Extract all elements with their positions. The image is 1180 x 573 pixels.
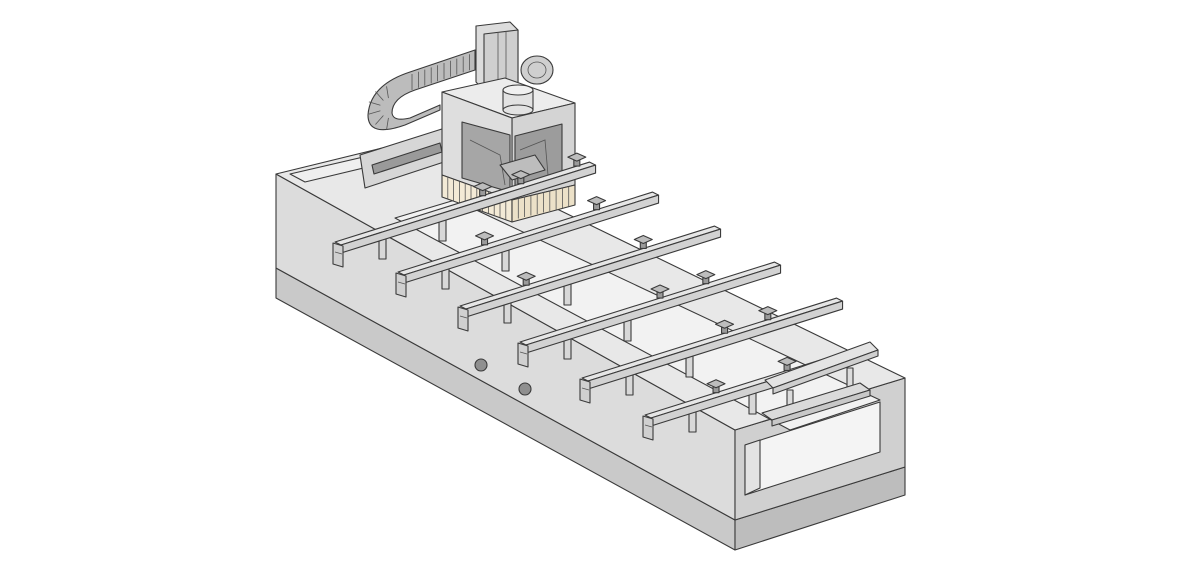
suction-cup xyxy=(758,306,778,321)
chain-link xyxy=(375,115,384,125)
chain-link xyxy=(368,110,381,115)
chain-link xyxy=(386,117,389,130)
consoles xyxy=(332,152,855,441)
console-end-line xyxy=(334,251,343,255)
suction-cup xyxy=(696,270,716,285)
suction-cup-pad xyxy=(650,284,670,294)
console-end-cap xyxy=(457,306,469,332)
suction-cup xyxy=(715,319,735,334)
pulley xyxy=(520,55,554,85)
suction-cup xyxy=(516,271,536,286)
suction-cup-pad xyxy=(473,182,493,192)
suction-cup-pad xyxy=(587,196,607,206)
suction-cup-pad xyxy=(706,379,726,389)
chain-link xyxy=(375,91,384,101)
suction-cup-pad xyxy=(715,319,735,329)
suction-cup xyxy=(475,231,495,246)
suction-cup xyxy=(587,196,607,211)
suction-cup xyxy=(650,284,670,299)
gantry-rail xyxy=(359,21,554,189)
console xyxy=(579,297,844,404)
suction-cup xyxy=(473,182,493,197)
console-end-line xyxy=(459,315,468,319)
bed-hole xyxy=(474,358,488,372)
end-clamp xyxy=(761,341,879,427)
suction-cup-pad xyxy=(511,170,531,180)
chain-link xyxy=(386,86,389,99)
console xyxy=(332,152,597,268)
suction-cup xyxy=(777,356,797,371)
suction-cup-pad xyxy=(516,271,536,281)
suction-cup-pad xyxy=(758,306,778,316)
cable-chain-body xyxy=(367,49,476,131)
console-end-cap xyxy=(642,415,654,441)
suction-cup-pad xyxy=(475,231,495,241)
suction-cup-pad xyxy=(567,152,587,162)
cable-chain xyxy=(367,49,476,131)
suction-cup-pad xyxy=(777,356,797,366)
suction-cup xyxy=(511,170,531,185)
suction-cup-pad xyxy=(633,234,653,245)
console xyxy=(517,261,782,368)
console xyxy=(457,225,722,332)
console xyxy=(395,191,660,298)
console-end-cap xyxy=(517,342,529,368)
suction-cup xyxy=(567,152,587,167)
console-end-line xyxy=(581,387,590,391)
suction-cup xyxy=(633,234,653,250)
chain-link xyxy=(368,101,381,106)
suction-cup xyxy=(706,379,726,394)
suction-cup-pad xyxy=(696,270,716,280)
bed-hole xyxy=(518,382,532,396)
end-cutout-shade xyxy=(744,439,761,496)
console-end-cap xyxy=(332,242,344,268)
console-end-cap xyxy=(395,272,407,298)
console-end-line xyxy=(397,281,406,285)
chain-links xyxy=(368,54,471,130)
console-end-line xyxy=(644,424,653,428)
console-end-line xyxy=(519,351,528,355)
console-end-cap xyxy=(579,378,591,404)
